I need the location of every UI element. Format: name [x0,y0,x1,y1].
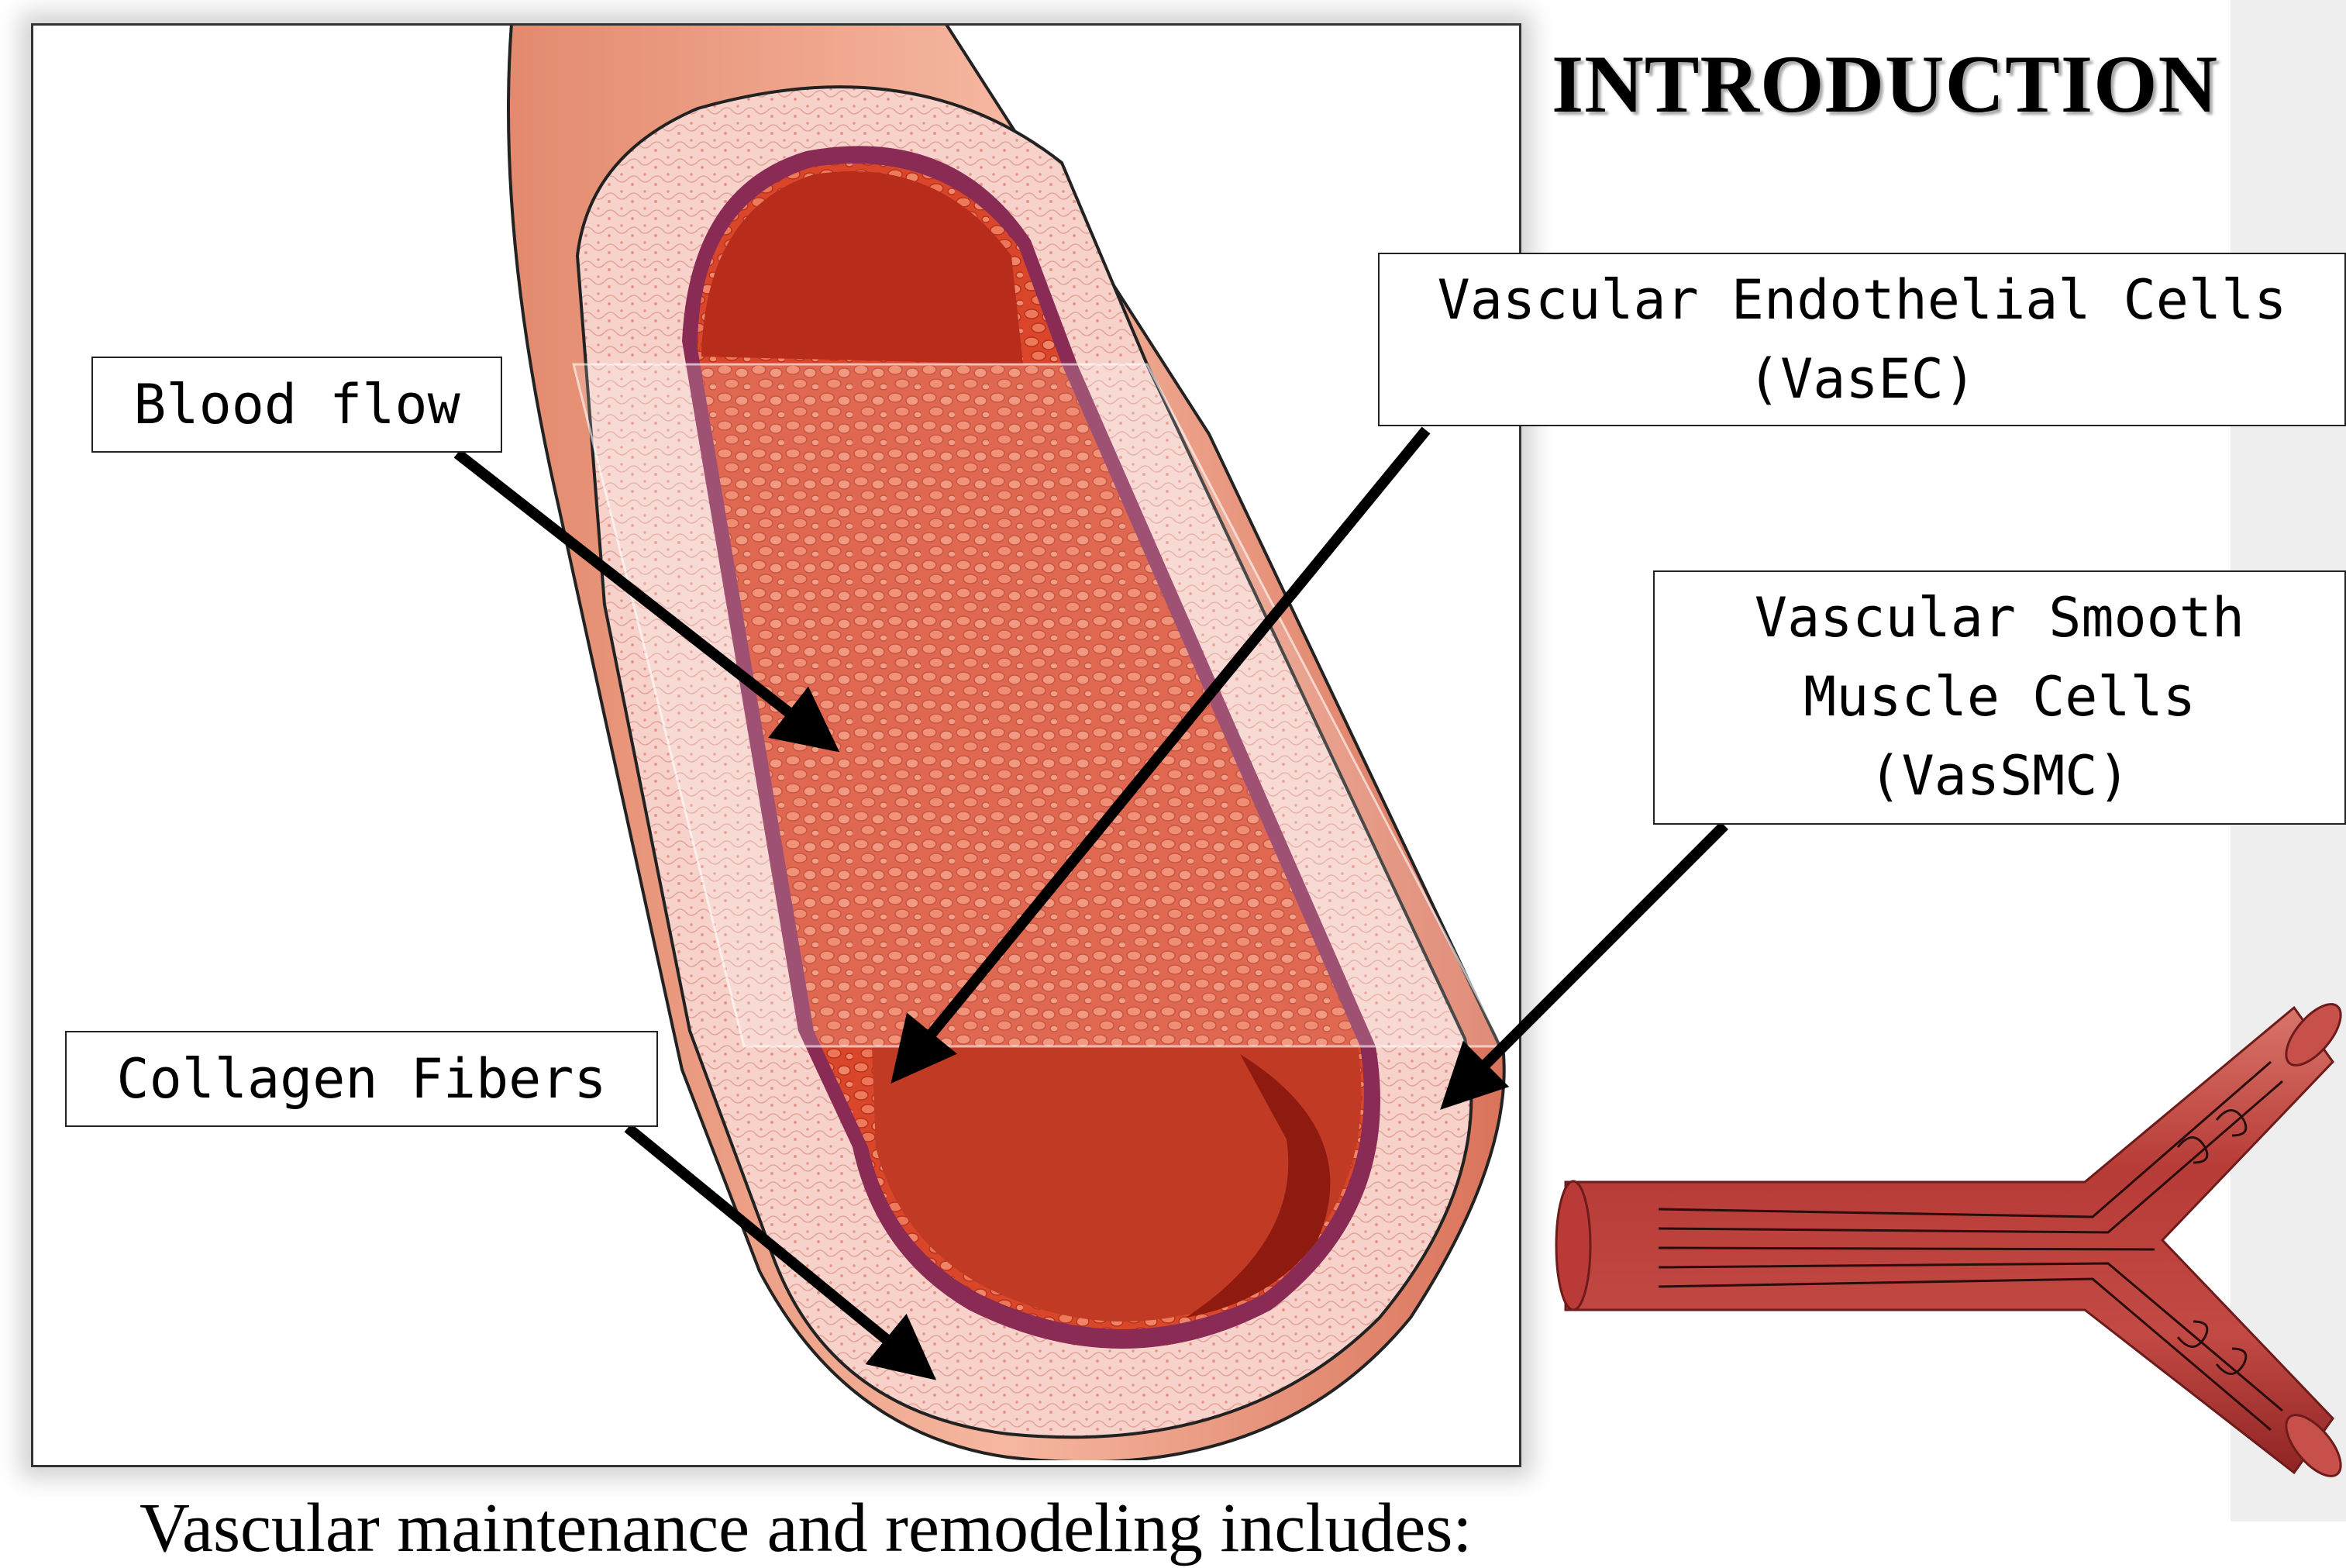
label-vassmc-line3: (VasSMC) [1655,736,2344,815]
label-blood-flow-text: Blood flow [93,358,501,451]
page-title: INTRODUCTION [1552,37,2218,132]
label-blood-flow: Blood flow [91,357,502,453]
label-collagen-fibers: Collagen Fibers [65,1031,658,1127]
label-vasec-line2: (VasEC) [1380,339,2344,419]
branch-inlet-opening [1556,1181,1590,1310]
label-vassmc-line2: Muscle Cells [1655,657,2344,736]
label-vassmc-line1: Vascular Smooth [1655,578,2344,657]
footer-text: Vascular maintenance and remodeling incl… [140,1488,1472,1568]
label-vasec: Vascular Endothelial Cells (VasEC) [1378,253,2346,426]
branch-vessel-body [1566,1008,2333,1473]
branching-vessel-illustration [1556,995,2346,1485]
arrow-vassmc [1449,825,1724,1101]
label-vasec-line1: Vascular Endothelial Cells [1380,260,2344,339]
label-collagen-fibers-text: Collagen Fibers [67,1032,656,1125]
label-vassmc: Vascular Smooth Muscle Cells (VasSMC) [1653,570,2346,825]
